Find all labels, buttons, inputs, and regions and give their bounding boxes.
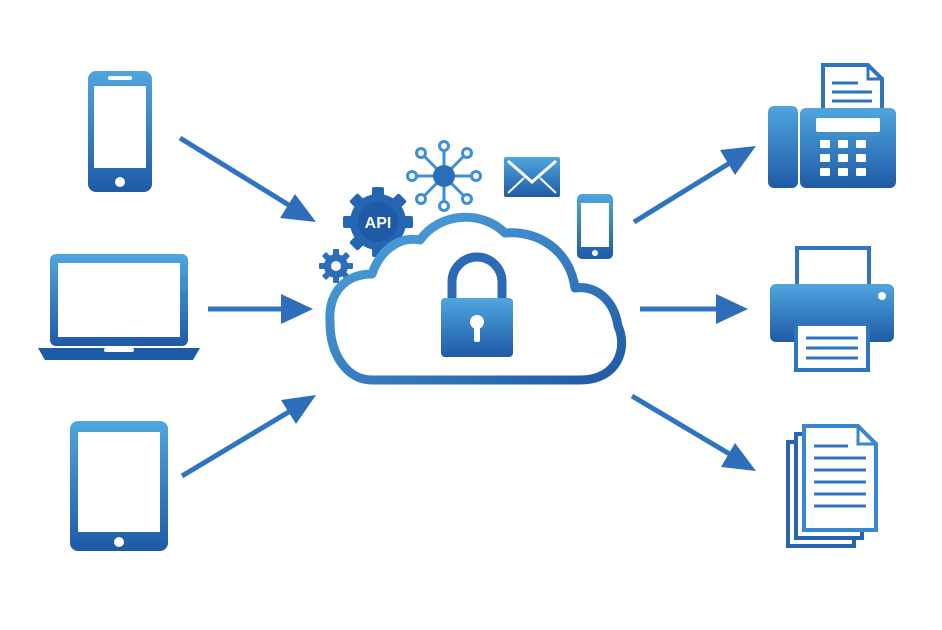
- arrow-laptop-to-cloud: [208, 294, 313, 324]
- printer-icon: [770, 246, 894, 372]
- tablet-icon: [70, 421, 168, 551]
- laptop-icon: [38, 254, 200, 360]
- arrow-tablet-to-cloud: [180, 395, 316, 479]
- gear-icon: [319, 249, 353, 283]
- small-phone-icon: [577, 194, 613, 259]
- envelope-icon: [504, 157, 560, 197]
- arrow-cloud-to-printer: [640, 294, 748, 324]
- arrow-cloud-to-documents: [630, 393, 756, 471]
- arrow-phone-to-cloud: [178, 135, 316, 222]
- network-hub-icon: [406, 140, 482, 212]
- api-gear-icon: API: [343, 187, 413, 257]
- arrow-cloud-to-fax: [632, 146, 756, 225]
- smartphone-icon: [88, 71, 152, 192]
- padlock-icon: [441, 252, 513, 357]
- fax-machine-icon: [768, 63, 896, 188]
- documents-icon: [786, 424, 878, 548]
- api-label: API: [365, 215, 392, 232]
